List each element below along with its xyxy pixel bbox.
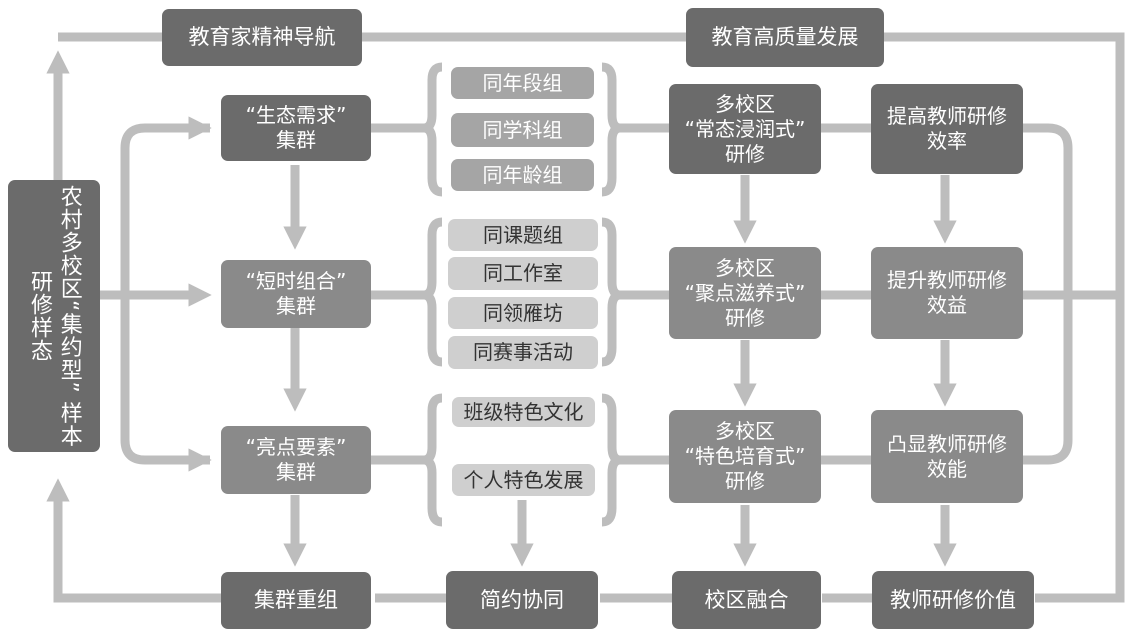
group-c-item: 班级特色文化: [452, 397, 595, 427]
bottom-merge-box: 校区融合: [672, 571, 821, 629]
group-label: 班级特色文化: [463, 399, 584, 424]
bottom-label: 校区融合: [704, 587, 789, 612]
mode-label-2: “特色培育式”: [684, 444, 806, 468]
brace-left: [423, 217, 443, 367]
outcome-label-1: 提升教师研修: [887, 268, 1007, 292]
mode-label-3: 研修: [725, 469, 765, 493]
bottom-label: 集群重组: [254, 588, 338, 613]
cluster-shortterm-box: “短时组合” 集群: [221, 260, 371, 328]
mode-label-1: 多校区: [715, 255, 775, 280]
mode-label-3: 研修: [725, 141, 765, 166]
brace-right: [601, 217, 621, 367]
cluster-label-2: 集群: [276, 460, 316, 484]
group-label: 同年段组: [482, 70, 563, 95]
brace-left: [423, 62, 443, 197]
group-a-item: 同年段组: [451, 67, 594, 99]
side-title: 农村多校区“集约型” 样本研修样态: [24, 180, 83, 452]
group-b-item: 同领雁坊: [448, 297, 598, 329]
top-right-label: 教育高质量发展: [711, 25, 859, 50]
group-c-item: 个人特色发展: [452, 464, 595, 496]
mode-focus-box: 多校区 “聚点滋养式” 研修: [669, 247, 821, 339]
bottom-return-line: [46, 478, 230, 603]
bottom-value-box: 教师研修价值: [872, 571, 1034, 629]
cluster-label-1: “亮点要素”: [245, 435, 347, 459]
brace-left: [423, 393, 443, 527]
outcome-efficiency-box: 提高教师研修 效率: [871, 84, 1023, 174]
group-b-item: 同课题组: [448, 219, 598, 251]
mode-feature-box: 多校区 “特色培育式” 研修: [669, 410, 821, 503]
group-label: 同赛事活动: [473, 340, 573, 364]
group-label: 同工作室: [483, 261, 563, 285]
group-label: 个人特色发展: [463, 467, 584, 492]
mode-label-1: 多校区: [715, 91, 775, 116]
outcome-label-2: 效能: [927, 456, 967, 481]
outcome-benefit-box: 提升教师研修 效益: [871, 247, 1023, 339]
cluster-ecology-box: “生态需求” 集群: [221, 95, 371, 161]
cluster-label-2: 集群: [276, 128, 316, 152]
mode-label-1: 多校区: [715, 419, 775, 443]
bottom-regroup-box: 集群重组: [221, 572, 371, 629]
top-right-box: 教育高质量发展: [686, 8, 884, 67]
group-b-item: 同赛事活动: [448, 336, 598, 369]
outcome-effectiveness-box: 凸显教师研修 效能: [871, 410, 1023, 503]
bottom-label: 教师研修价值: [890, 587, 1016, 612]
group-label: 同课题组: [483, 222, 563, 247]
side-title-line2: 样本研修样态: [27, 270, 82, 448]
cluster-label-2: 集群: [276, 294, 316, 318]
outcome-label-2: 效率: [927, 129, 967, 153]
mode-label-2: “常态浸润式”: [684, 116, 806, 141]
group-a-item: 同学科组: [451, 113, 594, 147]
top-loop-line: [58, 32, 1125, 603]
group-a-item: 同年龄组: [451, 159, 594, 191]
outcome-label-1: 提高教师研修: [887, 104, 1007, 128]
mode-label-2: “聚点滋养式”: [684, 280, 806, 305]
bottom-label: 简约协同: [480, 587, 564, 612]
cluster-label-1: “短时组合”: [245, 269, 347, 293]
side-title-box: 农村多校区“集约型” 样本研修样态: [8, 180, 100, 452]
outcome-label-2: 效益: [927, 293, 967, 317]
brace-right: [601, 62, 621, 197]
brace-right: [601, 393, 621, 527]
group-b-item: 同工作室: [448, 257, 598, 290]
outcome-label-1: 凸显教师研修: [887, 431, 1007, 456]
group-label: 同领雁坊: [483, 300, 563, 325]
top-left-box: 教育家精神导航: [162, 9, 362, 66]
mode-label-3: 研修: [725, 305, 765, 330]
top-left-label: 教育家精神导航: [188, 25, 336, 50]
group-label: 同学科组: [482, 117, 563, 142]
side-title-line1: 农村多校区“集约型”: [56, 184, 82, 394]
cluster-highlight-box: “亮点要素” 集群: [221, 426, 371, 494]
cluster-label-1: “生态需求”: [245, 103, 347, 127]
bottom-collab-box: 简约协同: [446, 571, 598, 629]
mode-normal-box: 多校区 “常态浸润式” 研修: [669, 84, 821, 174]
group-label: 同年龄组: [482, 162, 563, 187]
